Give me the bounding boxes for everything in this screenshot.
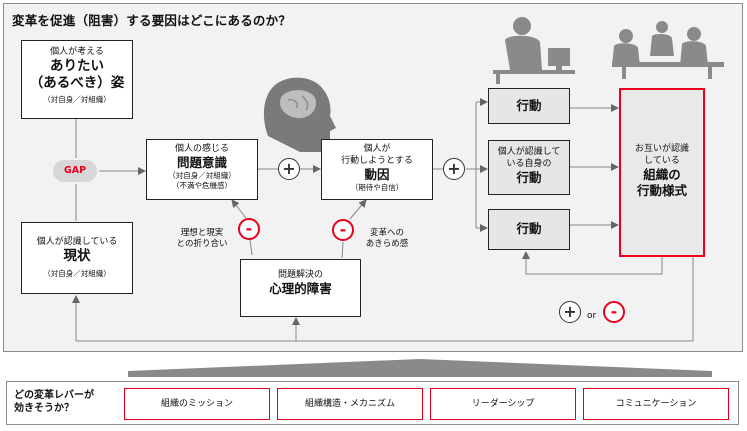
desk-worker-icon: [493, 17, 575, 84]
psychological-barrier-box: 問題解決の 心理的障害: [240, 259, 361, 317]
meeting-group-icon: [612, 21, 724, 79]
problem-awareness-box: 個人の感じる 問題意識 （対自身／対組織） （不満や危機感）: [146, 139, 258, 200]
organizational-behavior-box: お互いが認識 している 組織の 行動様式: [619, 88, 705, 257]
gap-badge: GAP: [53, 160, 97, 182]
or-text: or: [587, 311, 597, 321]
action-box: 行動: [488, 209, 570, 250]
label-resignation: 変革への あきらめ感: [365, 228, 409, 249]
current-state-box: 個人が認識している 現状 （対自身／対組織）: [21, 222, 133, 294]
lever-connector-shape: [128, 359, 712, 377]
lever-leadership: リーダーシップ: [430, 388, 576, 420]
lever-structure: 組織構造・メカニズム: [277, 388, 423, 420]
minus-sign: -: [603, 301, 625, 323]
lever-question: どの変革レバーが 効きそうか？: [14, 390, 94, 414]
page-title: 変革を促進（阻害）する要因はどこにあるのか？: [12, 13, 292, 28]
self-recognized-action-box: 個人が認識して いる自身の 行動: [488, 140, 570, 195]
minus-sign: -: [332, 219, 354, 241]
plus-sign: +: [559, 301, 581, 323]
lever-communication: コミュニケーション: [583, 388, 729, 420]
label-reconcile: 理想と現実 との折り合い: [176, 228, 228, 249]
plus-sign: +: [443, 158, 465, 180]
action-box: 行動: [488, 88, 570, 124]
minus-sign: -: [238, 218, 260, 240]
motive-box: 個人が 行動しようとする 動因 （期待や自信）: [321, 139, 433, 200]
plus-sign: +: [278, 158, 300, 180]
lever-mission: 組織のミッション: [124, 388, 270, 420]
head-icon: [263, 77, 336, 152]
ideal-state-box: 個人が考える ありたい （あるべき）姿 （対自身／対組織）: [21, 40, 133, 119]
